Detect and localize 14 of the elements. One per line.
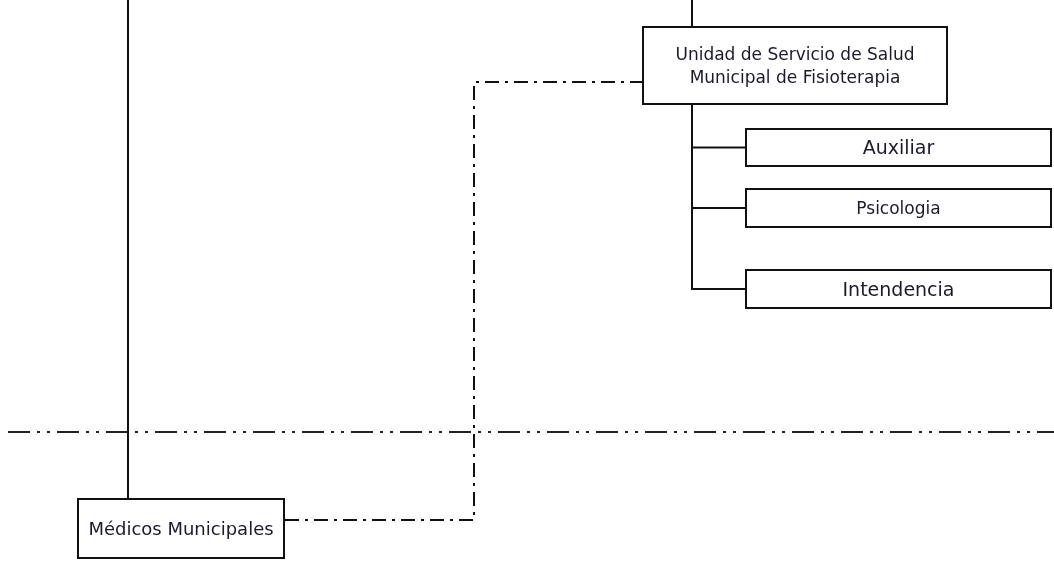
dashed-connector <box>284 81 643 521</box>
org-box <box>745 128 1052 167</box>
org-box <box>745 188 1052 228</box>
box-label: Psicologia <box>856 196 941 220</box>
org-box <box>745 269 1052 309</box>
connector-line <box>691 104 746 290</box>
box-label: Unidad de Servicio de Salud Municipal de Fisioterapia <box>674 43 916 88</box>
box-label: Intendencia <box>842 276 955 302</box>
org-box <box>642 26 948 105</box>
connector-line <box>127 0 129 499</box>
org-box <box>77 498 285 559</box>
box-label: Auxiliar <box>862 135 935 160</box>
box-label: Médicos Municipales <box>88 516 274 541</box>
connector-line <box>691 0 693 27</box>
